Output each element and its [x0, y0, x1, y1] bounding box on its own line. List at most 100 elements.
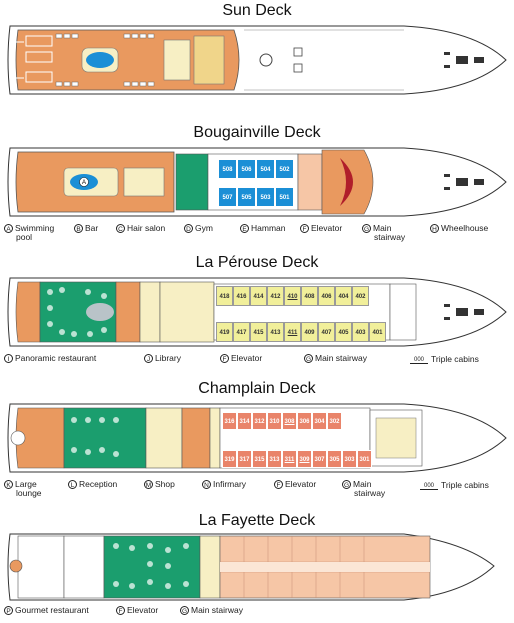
legend-key-circle: A — [4, 224, 13, 233]
legend-label: Panoramic restaurant — [15, 353, 97, 363]
legend-label: Reception — [79, 479, 118, 489]
legend-label: Infirmary — [213, 479, 247, 489]
cabin-410: 410 — [284, 286, 301, 306]
legend-label: Large — [15, 479, 37, 489]
legend-key-circle: F — [220, 354, 229, 363]
legend-key-circle: D — [184, 224, 193, 233]
cabin-417: 417 — [233, 322, 250, 342]
la-fayette-deck-title: La Fayette Deck — [198, 512, 316, 529]
la-perouse-deck-title: La Pérouse Deck — [195, 254, 319, 271]
bougainville-deck-title: Bougainville Deck — [193, 124, 321, 141]
legend-key-circle: B — [74, 224, 83, 233]
cabin-412: 412 — [267, 286, 284, 306]
sun-deck-title: Sun Deck — [222, 2, 292, 19]
triple-label: Triple cabins — [441, 480, 489, 490]
legend-label: Gourmet restaurant — [15, 605, 89, 615]
legend-label: Main — [353, 479, 372, 489]
triple-mark: 000 — [420, 483, 438, 490]
legend-label: Hair salon — [127, 223, 166, 233]
cabin-413: 413 — [267, 322, 284, 342]
legend-key-circle: E — [240, 224, 249, 233]
legend-label: Main stairway — [315, 353, 367, 363]
cabin-306: 306 — [297, 412, 312, 430]
sun-deck-plan — [7, 25, 507, 95]
cabin-307: 307 — [312, 450, 327, 468]
cabin-310: 310 — [267, 412, 282, 430]
legend-label-line2: stairway — [354, 488, 386, 498]
legend-key-circle: G — [342, 480, 351, 489]
cabin-408: 408 — [301, 286, 318, 306]
legend-label: Bar — [85, 223, 99, 233]
legend-label: Wheelhouse — [441, 223, 489, 233]
cabin-305: 305 — [327, 450, 342, 468]
cabin-501: 501 — [275, 187, 294, 207]
cabin-414: 414 — [250, 286, 267, 306]
cabin-404: 404 — [335, 286, 352, 306]
legend-key-circle: G — [180, 606, 189, 615]
cabin-309: 309 — [297, 450, 312, 468]
legend-label: Elevator — [127, 605, 159, 615]
cabin-507: 507 — [218, 187, 237, 207]
legend-key-circle: K — [4, 480, 13, 489]
cabin-402: 402 — [352, 286, 369, 306]
cabin-505: 505 — [237, 187, 256, 207]
cabin-319: 319 — [222, 450, 237, 468]
legend-key-circle: F — [116, 606, 125, 615]
legend-label: Elevator — [285, 479, 317, 489]
cabin-303: 303 — [342, 450, 357, 468]
legend-label: Main stairway — [191, 605, 243, 615]
legend-key-circle: F — [274, 480, 283, 489]
cabin-301: 301 — [357, 450, 372, 468]
cabin-504: 504 — [256, 159, 275, 179]
cabin-316: 316 — [222, 412, 237, 430]
legend-label: Gym — [195, 223, 213, 233]
cabin-311: 311 — [282, 450, 297, 468]
legend-key-circle: M — [144, 480, 153, 489]
legend-label: Main — [373, 223, 392, 233]
legend-key-circle: G — [362, 224, 371, 233]
svg-text:A: A — [82, 180, 86, 186]
legend-key-circle: P — [4, 606, 13, 615]
cabin-403: 403 — [352, 322, 369, 342]
cabin-416: 416 — [233, 286, 250, 306]
bougainville-deck-plan: A — [7, 147, 507, 217]
legend-label: Elevator — [311, 223, 343, 233]
legend-key-circle: J — [144, 354, 153, 363]
cabin-406: 406 — [318, 286, 335, 306]
cabin-407: 407 — [318, 322, 335, 342]
cabin-405: 405 — [335, 322, 352, 342]
cabin-304: 304 — [312, 412, 327, 430]
triple-mark: 000 — [410, 357, 428, 364]
legend-key-circle: L — [68, 480, 77, 489]
cabin-508: 508 — [218, 159, 237, 179]
cabin-313: 313 — [267, 450, 282, 468]
cabin-506: 506 — [237, 159, 256, 179]
legend-label: Shop — [155, 479, 175, 489]
cabin-503: 503 — [256, 187, 275, 207]
legend-label: Elevator — [231, 353, 263, 363]
legend-key-circle: G — [304, 354, 313, 363]
cabin-409: 409 — [301, 322, 318, 342]
legend-key-circle: F — [300, 224, 309, 233]
